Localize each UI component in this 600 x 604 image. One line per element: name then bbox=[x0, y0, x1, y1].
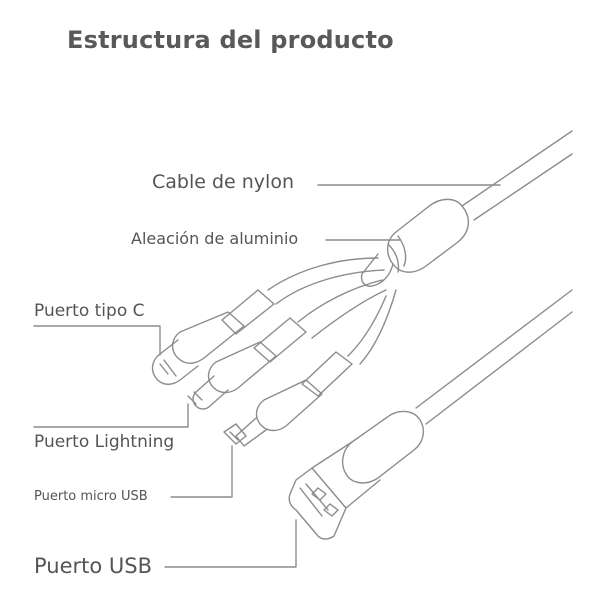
usb-a-connector bbox=[288, 410, 425, 540]
branch-cables bbox=[267, 257, 397, 365]
usb-cable bbox=[415, 289, 573, 425]
label-lightning-port: Puerto Lightning bbox=[34, 432, 175, 452]
label-micro-usb-port: Puerto micro USB bbox=[34, 489, 148, 504]
nylon-cable bbox=[461, 130, 573, 221]
aluminum-splitter bbox=[360, 198, 469, 287]
leader-lightning bbox=[33, 403, 189, 428]
leader-micro-usb bbox=[170, 445, 233, 498]
label-nylon-cable: Cable de nylon bbox=[152, 171, 294, 193]
lightning-connector bbox=[187, 317, 307, 410]
leader-lines bbox=[33, 184, 501, 568]
label-aluminum-alloy: Aleación de aluminio bbox=[131, 229, 299, 248]
leader-usb bbox=[164, 519, 297, 568]
leader-type-c bbox=[33, 325, 161, 356]
label-type-c-port: Puerto tipo C bbox=[34, 301, 145, 321]
label-usb-port: Puerto USB bbox=[34, 554, 153, 578]
diagram-title: Estructura del producto bbox=[67, 26, 394, 54]
micro-usb-connector bbox=[223, 351, 353, 447]
type-c-connector bbox=[151, 289, 275, 385]
